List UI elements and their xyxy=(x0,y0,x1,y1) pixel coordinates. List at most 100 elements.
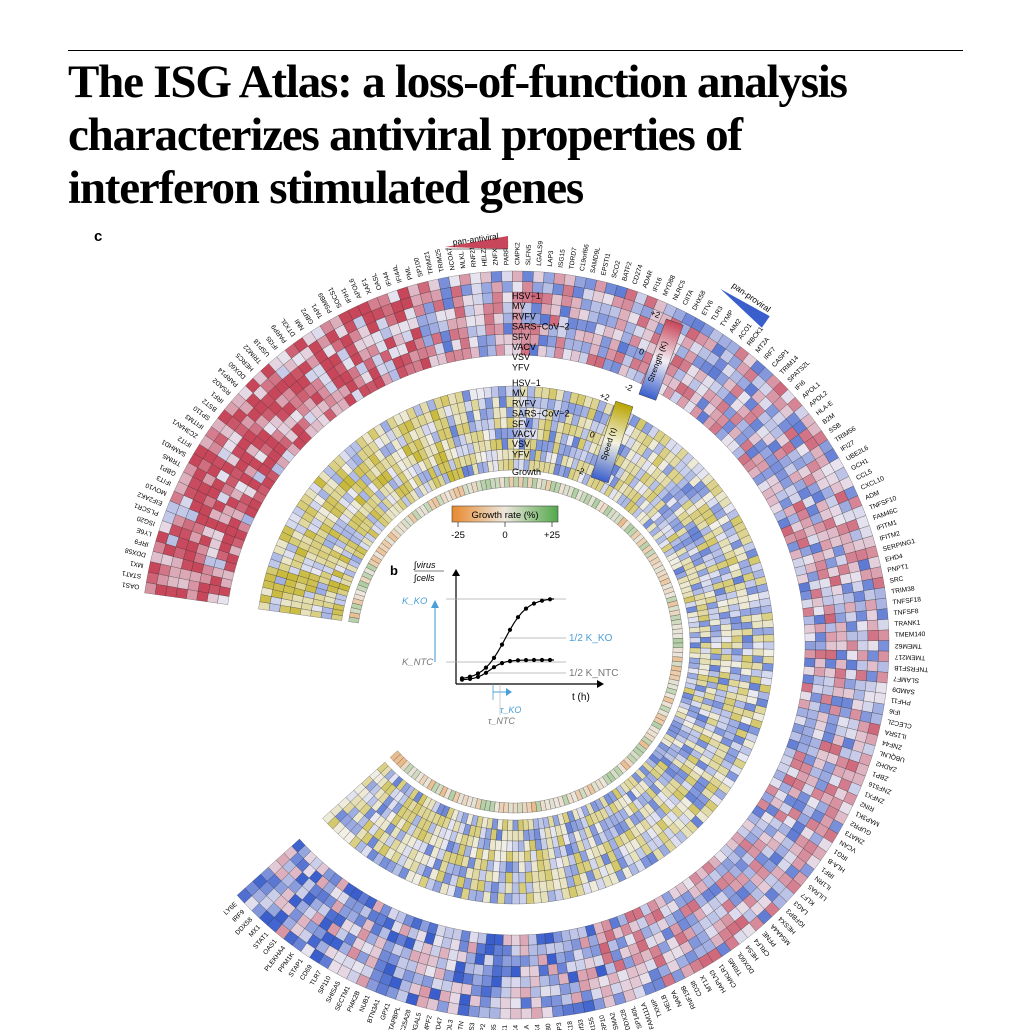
curve-point xyxy=(491,655,497,661)
strength-cell xyxy=(444,307,457,321)
virus-label-speed: SFV xyxy=(512,419,530,429)
speed-cell xyxy=(763,634,775,643)
strength-cell xyxy=(531,1007,543,1019)
curve-point xyxy=(515,658,521,663)
growth-tick-max: +25 xyxy=(544,530,560,541)
strength-cell xyxy=(836,631,848,642)
panel-b-kinetics: b ∫virus ∫cells t (h) K_KO K_NTC 1/2 K_K… xyxy=(390,560,618,726)
strength-cell xyxy=(175,587,188,599)
growth-cell xyxy=(672,633,684,639)
strength-cell xyxy=(560,993,573,1006)
speed-cell xyxy=(492,407,501,419)
gene-label: APOL3 xyxy=(444,1019,455,1030)
gene-label: ZNF44 xyxy=(881,738,903,750)
strength-cell xyxy=(541,1006,554,1019)
strength-cell xyxy=(871,702,885,715)
curve-point xyxy=(539,657,545,663)
strength-cell xyxy=(519,945,530,957)
speed-cell xyxy=(530,850,538,862)
strength-cell xyxy=(500,997,511,1009)
curve-point xyxy=(475,674,481,680)
gene-label: SAMD9 xyxy=(892,685,916,695)
speed-cell xyxy=(524,850,532,862)
strength-cell xyxy=(468,931,479,944)
gene-label: OAS3 xyxy=(468,1022,477,1030)
strength-cell xyxy=(867,630,879,641)
strength-cell xyxy=(812,605,825,616)
top-rule xyxy=(68,50,963,51)
speed-cell xyxy=(731,642,743,649)
title-line-2: characterizes antiviral properties of xyxy=(68,109,743,161)
curve-point xyxy=(539,598,545,603)
speed-cell xyxy=(525,871,533,883)
strength-cell xyxy=(823,676,835,687)
strength-cell xyxy=(845,669,857,681)
strength-cell xyxy=(845,611,857,623)
strength-cell xyxy=(520,976,531,988)
speed-cell xyxy=(763,648,775,657)
strength-cell xyxy=(877,661,889,673)
strength-cell xyxy=(811,683,824,695)
strength-cell xyxy=(867,619,879,631)
speed-cell xyxy=(721,648,733,655)
strength-tick-mid: 0 xyxy=(638,346,646,357)
speed-cell xyxy=(689,626,701,634)
gene-label: DDX58 xyxy=(124,546,147,558)
strength-cell xyxy=(489,997,501,1009)
strength-cell xyxy=(455,316,468,329)
speed-cell xyxy=(494,428,502,440)
strength-cell xyxy=(549,984,562,997)
gene-label: ISG15 xyxy=(558,249,567,269)
gene-label: PHF11 xyxy=(890,696,911,706)
strength-cell xyxy=(466,325,478,338)
virus-label-strength: YFV xyxy=(512,362,530,372)
ko-curve-points xyxy=(459,597,553,681)
strength-cell xyxy=(186,589,199,601)
curve-point xyxy=(507,659,513,664)
growth-legend-title: Growth rate (%) xyxy=(471,510,538,521)
speed-cell xyxy=(742,648,754,656)
speed-cell xyxy=(482,891,491,903)
gene-label: TRIM38 xyxy=(891,585,916,595)
strength-cell xyxy=(528,944,538,956)
strength-cell xyxy=(481,282,493,294)
strength-cell xyxy=(484,943,495,956)
strength-cell xyxy=(857,630,869,642)
speed-cell xyxy=(709,659,722,667)
speed-cell xyxy=(501,438,509,450)
growth-ring xyxy=(348,476,684,814)
strength-cell xyxy=(494,934,504,946)
gene-label: TRANK1 xyxy=(894,620,921,628)
strength-cell xyxy=(454,306,466,319)
speed-cell xyxy=(700,636,712,643)
strength-cell xyxy=(846,650,858,661)
speed-cell xyxy=(491,396,500,409)
virus-label-speed: HSV−1 xyxy=(512,378,541,388)
speed-cell xyxy=(512,830,519,842)
strength-cell xyxy=(870,566,883,580)
strength-cell xyxy=(470,282,483,295)
speed-cell xyxy=(731,629,743,637)
speed-cell xyxy=(752,627,764,636)
strength-cell xyxy=(494,323,505,335)
strength-cell xyxy=(569,981,581,994)
strength-cell xyxy=(803,615,815,626)
strength-cell xyxy=(467,941,478,954)
speed-cell xyxy=(526,892,535,904)
speed-cell xyxy=(731,648,743,656)
strength-cell xyxy=(543,271,555,284)
speed-cell xyxy=(545,879,555,892)
strength-cell xyxy=(824,613,836,624)
strength-cell xyxy=(553,272,566,285)
strength-cell xyxy=(560,295,573,308)
strength-cell xyxy=(815,632,827,642)
strength-cell xyxy=(564,950,576,963)
curve-point xyxy=(499,642,505,647)
strength-cell xyxy=(814,623,826,634)
strength-cell xyxy=(547,963,559,976)
gene-label: SLAMF7 xyxy=(893,675,919,684)
strength-cell xyxy=(570,991,583,1005)
strength-cell xyxy=(875,597,888,610)
speed-cell xyxy=(536,860,545,872)
growth-cell xyxy=(672,642,684,648)
